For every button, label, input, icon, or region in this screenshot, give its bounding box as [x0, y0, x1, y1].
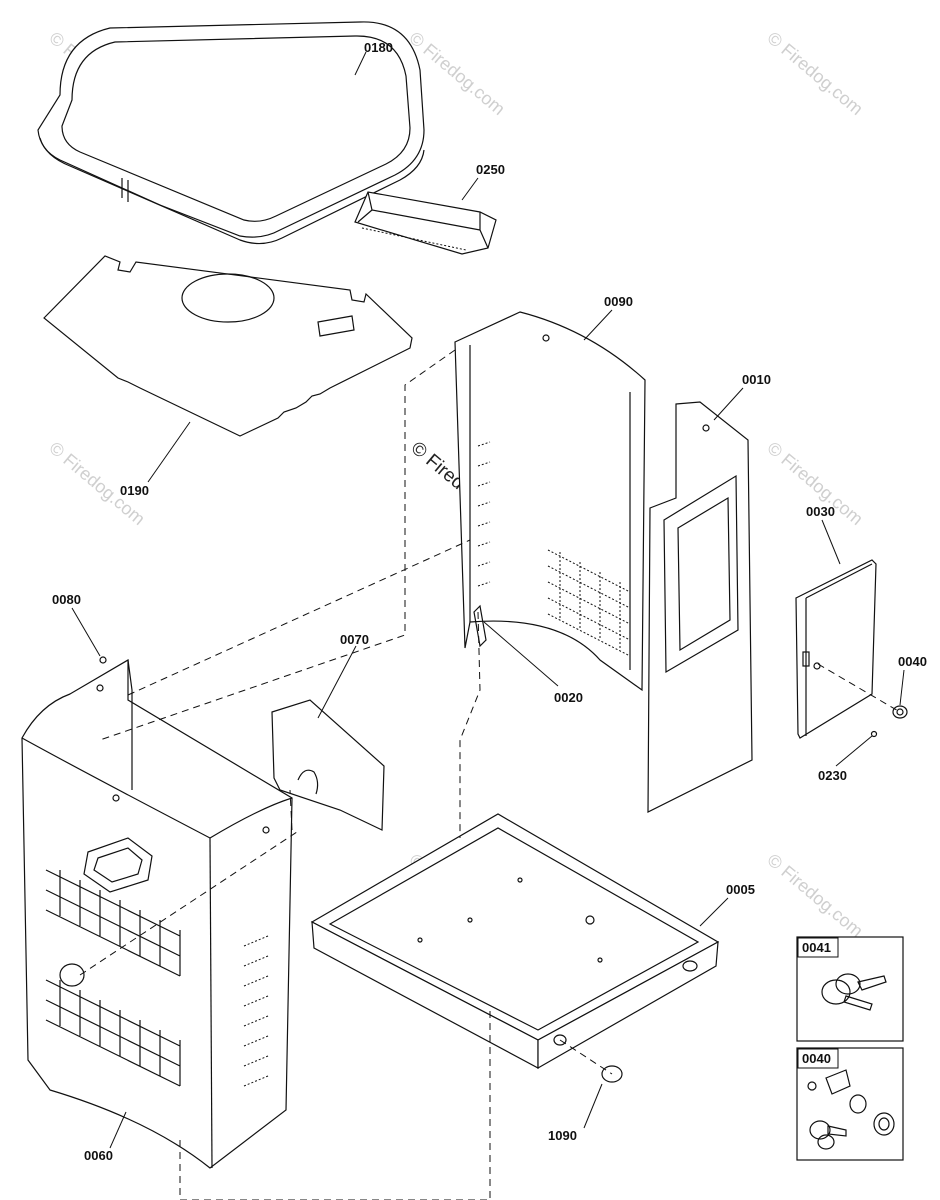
- part-0040-lock: [892, 705, 908, 719]
- part-0250-vent: [354, 191, 497, 255]
- part-labels: 0180 0250 0190 0090 0010 0030 0040 0230 …: [52, 40, 927, 1163]
- leader-lines: [71, 51, 905, 1149]
- label-0090: 0090: [604, 294, 633, 309]
- part-0190-plate: [43, 255, 413, 437]
- label-0020: 0020: [554, 690, 583, 705]
- label-0070: 0070: [340, 632, 369, 647]
- label-0040: 0040: [898, 654, 927, 669]
- label-0250: 0250: [476, 162, 505, 177]
- inset-label-0040: 0040: [802, 1051, 831, 1066]
- watermark: © Firedog.com: [763, 850, 866, 941]
- label-0060: 0060: [84, 1148, 113, 1163]
- watermark: © Firedog.com: [763, 28, 866, 119]
- label-0010: 0010: [742, 372, 771, 387]
- part-0060-front-shell: [21, 658, 293, 1169]
- inset-lock-kit: 0040: [796, 1047, 904, 1161]
- keys-icon: [821, 973, 887, 1011]
- label-0190: 0190: [120, 483, 149, 498]
- inset-label-0041: 0041: [802, 940, 831, 955]
- part-0020-bracket: [473, 604, 487, 648]
- part-0005-base: [310, 813, 720, 1070]
- inset-key-kit: 0041: [796, 936, 904, 1042]
- label-0030: 0030: [806, 504, 835, 519]
- part-0230-washer: [870, 730, 878, 738]
- label-1090: 1090: [548, 1128, 577, 1143]
- part-0070-insulation: [271, 699, 385, 831]
- part-0030-door: [795, 559, 877, 739]
- assembly-lines: [79, 349, 901, 1200]
- lock-hardware-icon: [807, 1069, 895, 1150]
- label-0180: 0180: [364, 40, 393, 55]
- label-0005: 0005: [726, 882, 755, 897]
- label-0230: 0230: [818, 768, 847, 783]
- label-0080: 0080: [52, 592, 81, 607]
- part-0010-front-frame: [647, 401, 753, 813]
- part-0090-back-panel: [454, 311, 646, 692]
- part-0180-top-cover: [37, 21, 425, 245]
- part-0080-screw: [99, 656, 107, 664]
